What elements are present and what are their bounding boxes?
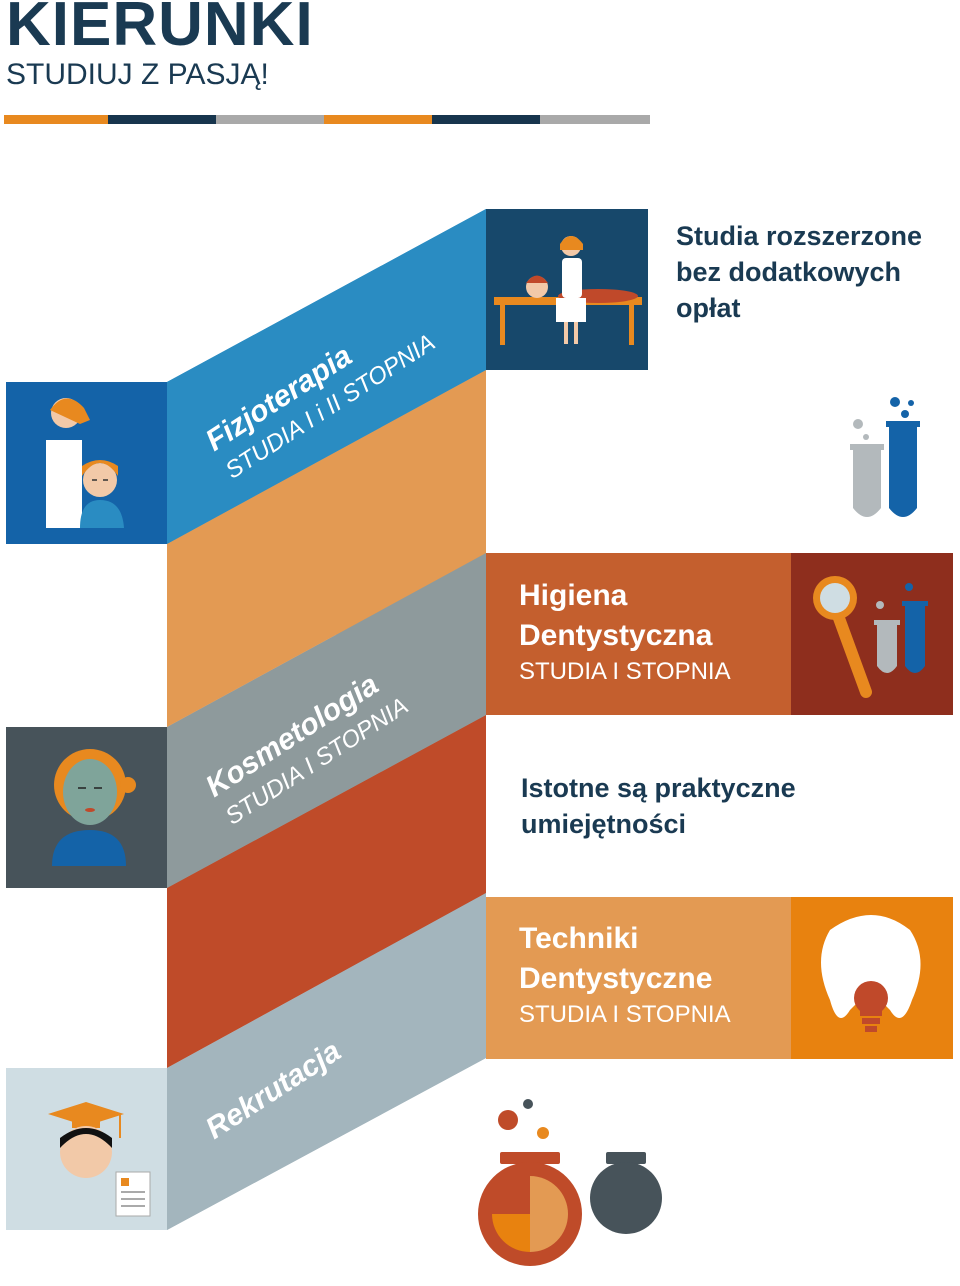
block-higiena <box>486 553 791 715</box>
note-extended-studies: Studia rozszerzone bez dodatkowych opłat <box>676 218 922 326</box>
graduate-icon <box>48 1102 151 1217</box>
ribbon-rekrut-top <box>167 893 486 1230</box>
note-line: Studia rozszerzone <box>676 221 923 251</box>
program-name-line: Dentystyczne <box>519 962 713 995</box>
program-level: STUDIA I STOPNIA <box>519 1001 731 1028</box>
magnifier-test-tubes-icon <box>813 576 928 698</box>
note-practical-skills: Istotne są praktyczne umiejętności <box>521 770 796 842</box>
note-line: umiejętności <box>521 809 687 839</box>
tooth-implant-icon <box>821 915 921 1032</box>
physiotherapist-icon <box>46 398 124 528</box>
note-line: bez dodatkowych <box>676 257 902 287</box>
flasks-icon <box>478 1099 662 1266</box>
test-tubes-icon <box>850 397 920 517</box>
program-name-line: Dentystyczna <box>519 619 713 652</box>
label-higiena-dentystyczna[interactable]: Higiena Dentystyczna STUDIA I STOPNIA <box>519 576 731 688</box>
ribbon-kosmetologia-top <box>167 553 486 888</box>
program-name-line: Higiena <box>519 579 628 612</box>
label-techniki-dentystyczne[interactable]: Techniki Dentystyczne STUDIA I STOPNIA <box>519 919 731 1031</box>
page-title: KIERUNKI <box>6 0 314 59</box>
square-higiena-icon <box>791 553 953 715</box>
face-mask-icon <box>52 749 136 866</box>
ribbon-fizjo-top <box>167 209 486 544</box>
page-subtitle: STUDIUJ Z PASJĄ! <box>6 58 269 91</box>
massage-table-icon <box>494 236 642 345</box>
ribbon-rust-top <box>167 715 486 1068</box>
ribbon-orange-top <box>167 370 486 727</box>
note-line: opłat <box>676 293 741 323</box>
program-name-line: Techniki <box>519 922 639 955</box>
block-techniki <box>486 897 791 1059</box>
program-level: STUDIA I STOPNIA <box>519 658 731 685</box>
note-line: Istotne są praktyczne <box>521 773 796 803</box>
